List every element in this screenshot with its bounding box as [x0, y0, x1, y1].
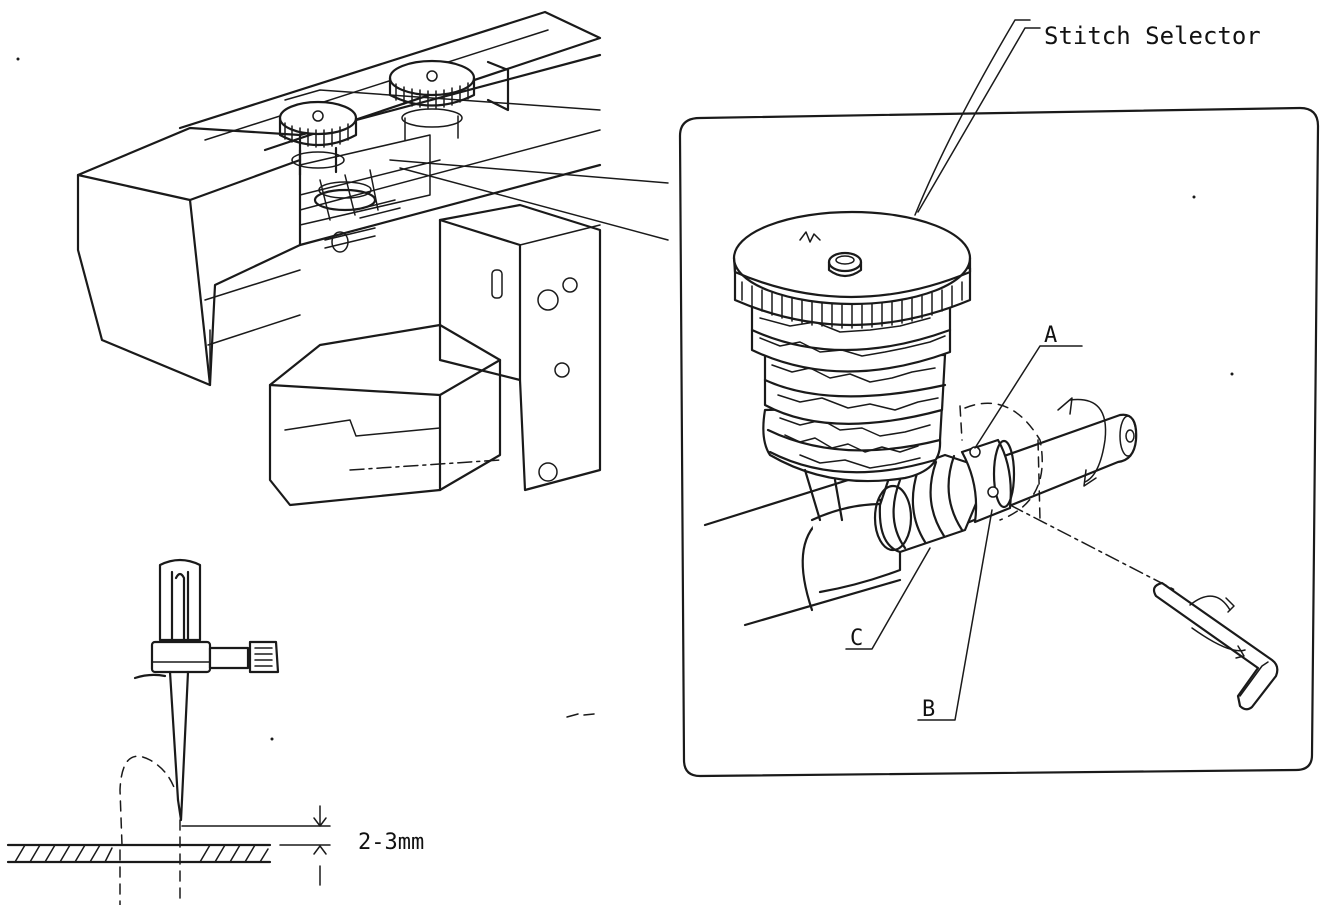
- gap-dimension-label: 2-3mm: [358, 830, 424, 855]
- callout-frame: [678, 106, 1320, 778]
- stitch-selector-label-group: Stitch Selector: [914, 19, 1261, 216]
- label-b: B: [922, 697, 935, 722]
- hex-key: [1152, 581, 1279, 711]
- stitch-selector-assembly: [703, 210, 1279, 711]
- callout-leader-lines: [389, 159, 669, 241]
- needle-detail: 2-3mm: [6, 558, 424, 905]
- worm-gear: [873, 453, 992, 554]
- stray-marks: [16, 57, 1234, 741]
- machine-body: [76, 10, 602, 507]
- stitch-selector-label: Stitch Selector: [1044, 22, 1261, 50]
- label-c-group: C: [845, 547, 931, 651]
- label-a: A: [1044, 323, 1057, 348]
- label-b-group: B: [917, 509, 993, 722]
- label-c: C: [850, 626, 863, 651]
- knurl-ticks: [741, 281, 963, 329]
- stitch-selector-dial: [732, 210, 972, 522]
- collar: [960, 438, 1016, 524]
- label-a-group: A: [974, 323, 1083, 449]
